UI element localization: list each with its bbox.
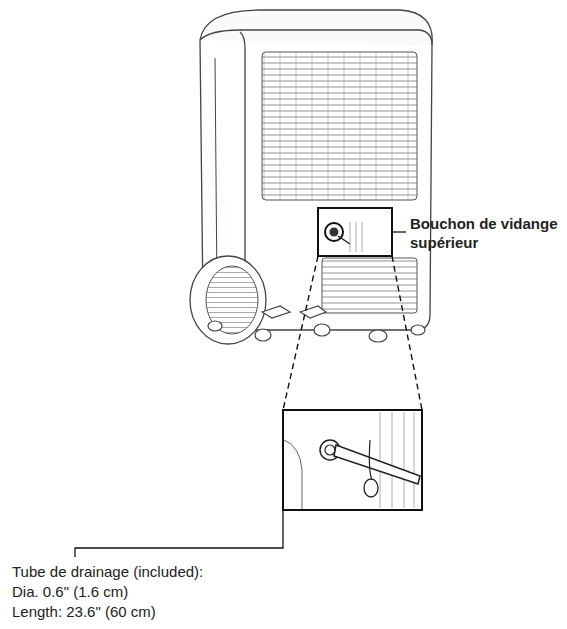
zoom-lines	[283, 256, 422, 410]
highlight-box	[318, 208, 392, 256]
leader-line	[75, 510, 283, 557]
lower-grille	[322, 258, 417, 313]
upper-grille	[262, 52, 417, 200]
drain-tube-label: Tube de drainage (included):	[12, 562, 203, 581]
zoom-inset	[283, 410, 422, 510]
wheels	[208, 306, 425, 342]
dimension-label: Dia. 0.6" (1.6 cm)	[12, 582, 128, 601]
drain-plug-label: Bouchon de vidange supérieur	[410, 214, 560, 252]
dimension-label: Length: 23.6" (60 cm)	[12, 602, 156, 621]
exhaust-port	[190, 256, 266, 344]
leader-line	[392, 231, 406, 232]
